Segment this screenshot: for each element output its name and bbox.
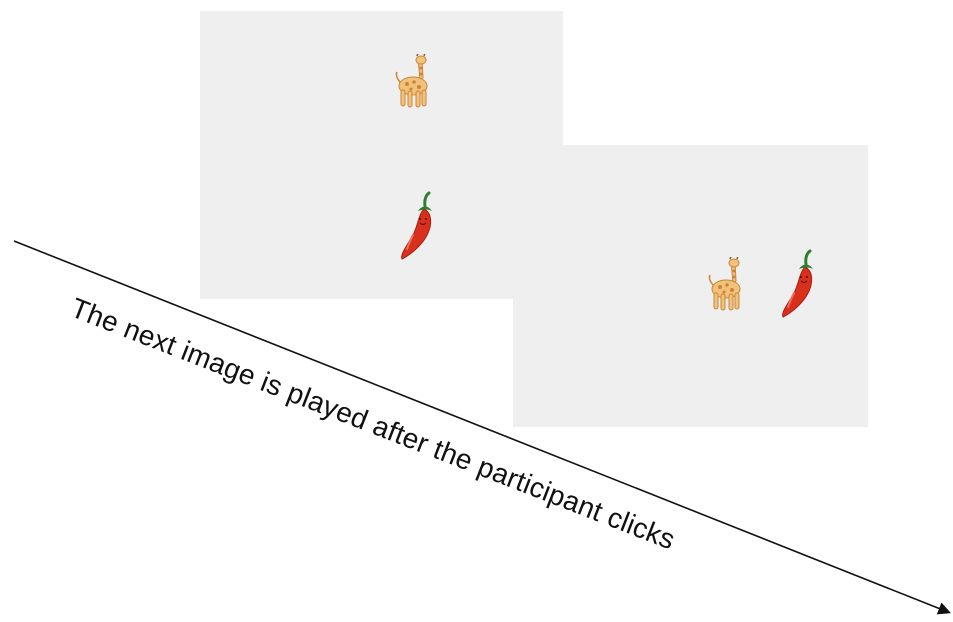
first-screen-frame: [200, 11, 563, 299]
chili-pepper-icon: [396, 191, 440, 261]
chili-pepper-icon: [777, 249, 821, 319]
giraffe-icon: [705, 257, 749, 313]
second-screen-frame: [513, 145, 868, 427]
giraffe-icon: [392, 54, 436, 110]
